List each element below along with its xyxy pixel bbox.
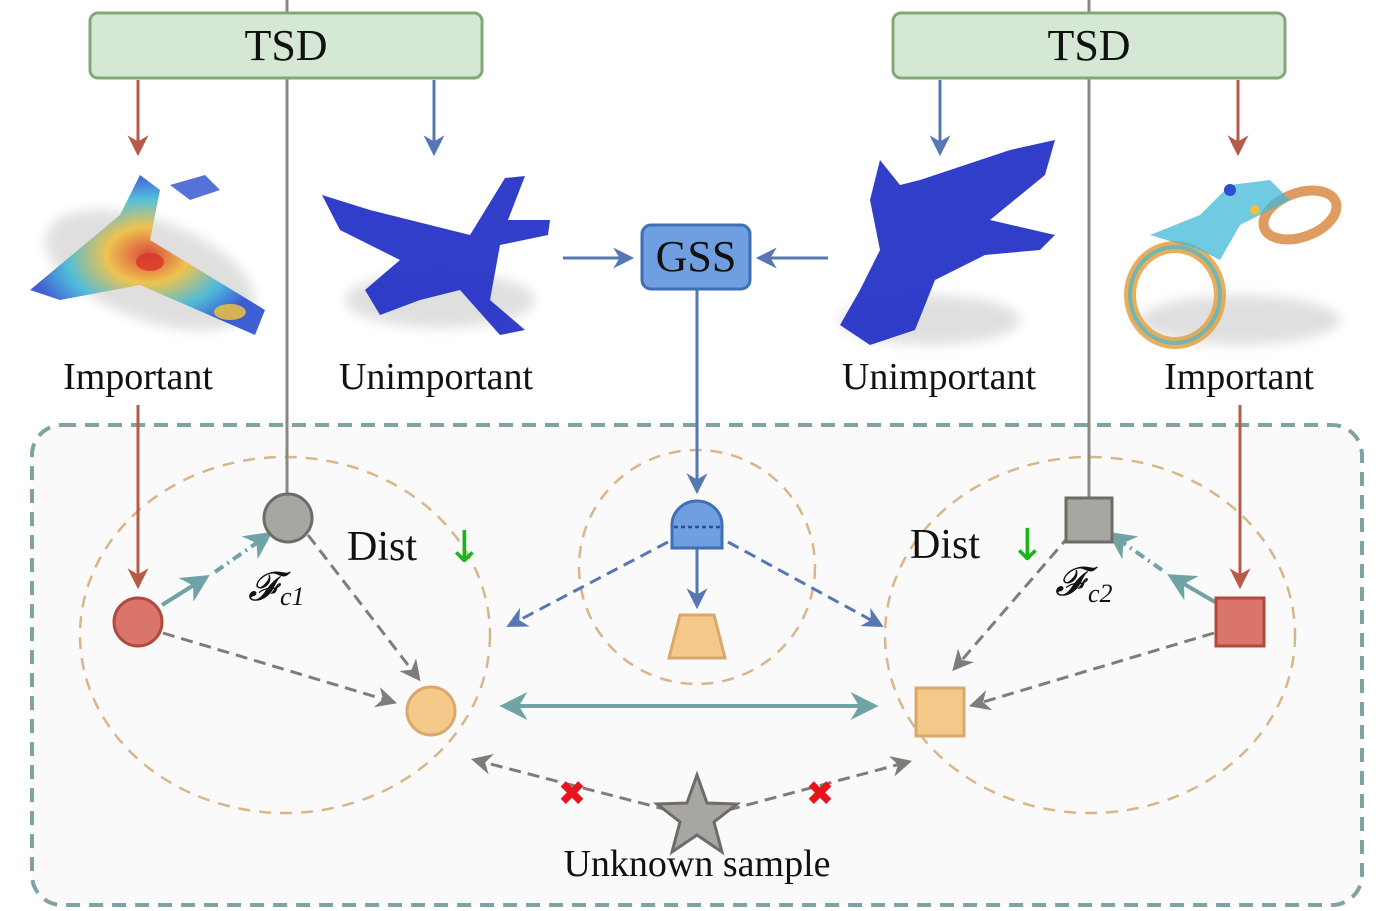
class-cluster-left: [78, 455, 492, 815]
dashed-arrow-left-red-to-proto: [162, 631, 398, 708]
x-mark-icon: ✖: [558, 774, 587, 814]
dashed-arrow-generic-left: [506, 540, 669, 627]
airplane-heatmap-cloud: [30, 175, 265, 335]
airplane-unimportant-cloud-right: [840, 140, 1055, 345]
x-mark-icon-right: ✖: [806, 774, 835, 814]
unimportant-left-label: Unimportant: [339, 356, 534, 398]
teal-arrow-right-up: [1167, 574, 1217, 604]
trapezoid-orange-icon: [667, 613, 727, 660]
gss-label: GSS: [656, 232, 737, 281]
fc2-sub: c2: [1088, 579, 1113, 608]
tsd-right-label: TSD: [1047, 21, 1130, 70]
dist-down-arrow-left: ↓: [446, 522, 483, 573]
tsd-block-left: TSD: [88, 11, 484, 80]
motorbike-heatmap-cloud: [1124, 180, 1342, 349]
circle-gray-icon: [262, 492, 314, 544]
dashed-arrow-unknown-right: [727, 756, 913, 812]
dist-left-label: Dist: [347, 524, 417, 570]
dashed-arrow-unknown-left: [470, 754, 669, 812]
important-feature-node-left: [112, 596, 164, 648]
fc1-sub: c1: [280, 582, 305, 611]
important-feature-node-right: [1214, 596, 1266, 648]
half-dome-blue-icon: [670, 499, 724, 550]
gss-block: GSS: [640, 223, 752, 291]
prototype-node-left: [405, 685, 457, 737]
important-right-label: Important: [1164, 356, 1314, 398]
tsd-block-right: TSD: [891, 11, 1287, 80]
unimportant-right-label: Unimportant: [842, 356, 1037, 398]
prototype-node-right: [914, 686, 966, 738]
tsd-left-label: TSD: [244, 21, 327, 70]
dashed-arrow-right-red-to-proto: [968, 631, 1215, 711]
dashed-arrow-left-gray-to-proto: [306, 534, 421, 682]
dist-down-arrow-right: ↓: [1009, 520, 1046, 571]
star-gray-icon: [652, 770, 742, 856]
dist-right-label: Dist: [910, 522, 980, 568]
square-gray-icon: [1064, 496, 1114, 544]
dashed-arrow-right-gray-to-proto: [952, 534, 1072, 672]
teal-arrow-left-up: [160, 575, 210, 607]
teal-arrow-right-gray: [1107, 531, 1164, 572]
airplane-unimportant-cloud-left: [322, 176, 550, 335]
dashed-arrow-generic-right: [727, 540, 884, 628]
unknown-sample-label: Unknown sample: [563, 843, 830, 885]
important-left-label: Important: [63, 356, 213, 398]
teal-arrow-left-gray: [213, 531, 273, 574]
